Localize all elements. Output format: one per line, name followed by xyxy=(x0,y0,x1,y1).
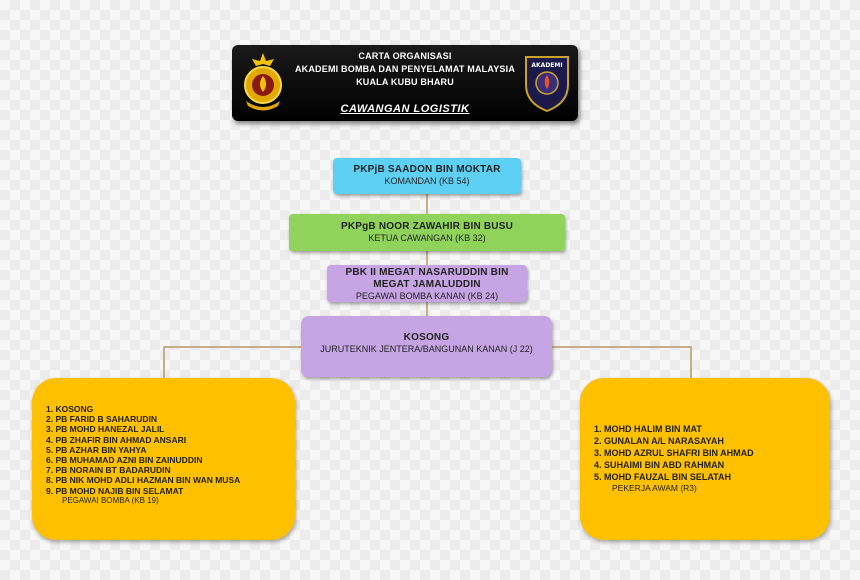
node-juruteknik: KOSONG JURUTEKNIK JENTERA/BANGUNAN KANAN… xyxy=(301,316,552,377)
juruteknik-name: KOSONG xyxy=(403,332,450,343)
list-item: 2. GUNALAN A/L NARASAYAH xyxy=(594,436,724,446)
list-item: 1. KOSONG xyxy=(46,404,94,414)
list-item: 1. MOHD HALIM BIN MAT xyxy=(594,424,702,434)
group-right-position: PEKERJA AWAM (R3) xyxy=(612,483,697,493)
list-item: 3. MOHD AZRUL SHAFRI BIN AHMAD xyxy=(594,448,754,458)
ketua-name: PKPgB NOOR ZAWAHIR BIN BUSU xyxy=(340,221,514,232)
group-left-position: PEGAWAI BOMBA (KB 19) xyxy=(62,495,159,505)
akademi-shield-logo: AKADEMI xyxy=(525,56,569,113)
pegawai-name-line-1: PBK II MEGAT NASARUDDIN BIN xyxy=(345,267,509,278)
connector-ketua-pegawai xyxy=(426,251,428,265)
connector-drop-left xyxy=(163,346,165,378)
connector-horizontal-right xyxy=(552,346,692,348)
header-banner: CARTA ORGANISASI AKADEMI BOMBA DAN PENYE… xyxy=(232,45,578,121)
list-item: 5. PB AZHAR BIN YAHYA xyxy=(46,444,147,455)
connector-pegawai-juruteknik xyxy=(426,302,428,316)
connector-horizontal-left xyxy=(163,346,301,348)
list-item: 6. PB MUHAMAD AZNI BIN ZAINUDDIN xyxy=(46,455,203,466)
list-item: 4. SUHAIMI BIN ABD RAHMAN xyxy=(594,460,725,470)
list-item: 5. MOHD FAUZAL BIN SELATAH xyxy=(594,472,731,482)
banner-line-3: KUALA KUBU BHARU xyxy=(356,77,454,87)
list-item: 3. PB MOHD HANEZAL JALIL xyxy=(46,424,165,435)
pegawai-name-line-2: MEGAT JAMALUDDIN xyxy=(373,279,481,290)
bomba-crest-logo xyxy=(244,53,282,111)
list-item: 7. PB NORAIN BT BADARUDIN xyxy=(46,465,171,476)
juruteknik-position: JURUTEKNIK JENTERA/BANGUNAN KANAN (J 22) xyxy=(320,344,533,354)
pegawai-position: PEGAWAI BOMBA KANAN (KB 24) xyxy=(355,291,499,301)
group-pekerja-awam: 1. MOHD HALIM BIN MAT 2. GUNALAN A/L NAR… xyxy=(580,378,830,540)
connector-drop-right xyxy=(690,346,692,378)
list-item: 8. PB NIK MOHD ADLI HAZMAN BIN WAN MUSA xyxy=(46,475,241,486)
banner-subtitle: CAWANGAN LOGISTIK xyxy=(340,103,470,115)
connector-komandan-ketua xyxy=(426,194,428,214)
banner-line-1: CARTA ORGANISASI xyxy=(358,51,452,61)
list-item: 4. PB ZHAFIR BIN AHMAD ANSARI xyxy=(46,434,187,445)
banner-line-2: AKADEMI BOMBA DAN PENYELAMAT MALAYSIA xyxy=(294,64,516,74)
komandan-position: KOMANDAN (KB 54) xyxy=(384,176,470,186)
node-komandan: PKPjB SAADON BIN MOKTAR KOMANDAN (KB 54) xyxy=(333,158,521,194)
komandan-name: PKPjB SAADON BIN MOKTAR xyxy=(353,164,501,175)
group-pegawai-bomba: 1. KOSONG 2. PB FARID B SAHARUDIN 3. PB … xyxy=(32,378,295,540)
node-ketua-cawangan: PKPgB NOOR ZAWAHIR BIN BUSU KETUA CAWANG… xyxy=(289,214,565,251)
list-item: 9. PB MOHD NAJIB BIN SELAMAT xyxy=(46,485,184,496)
ketua-position: KETUA CAWANGAN (KB 32) xyxy=(368,233,486,243)
akademi-logo-text: AKADEMI xyxy=(531,62,562,69)
node-pegawai-bomba-kanan: PBK II MEGAT NASARUDDIN BIN MEGAT JAMALU… xyxy=(327,265,527,302)
list-item: 2. PB FARID B SAHARUDIN xyxy=(46,414,157,425)
